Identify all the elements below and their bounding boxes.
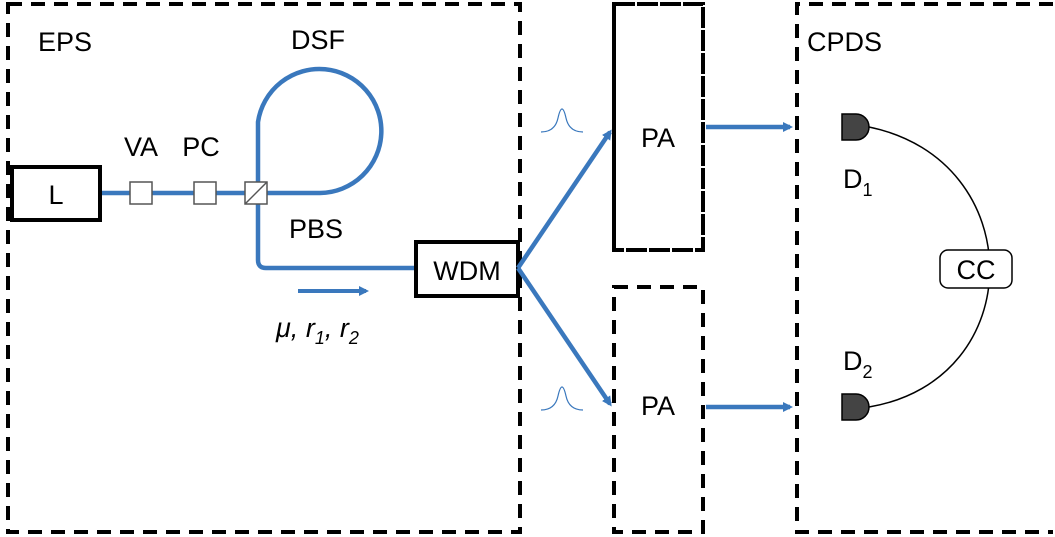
pbs-diagonal — [244, 181, 268, 205]
cpds-label: CPDS — [807, 27, 882, 57]
detector-2-label: D2 — [843, 346, 873, 382]
pa-region-bottom — [612, 285, 705, 534]
polarization-controller-label: PC — [182, 132, 220, 162]
pulse-icon-top — [540, 108, 584, 133]
detector-1-label: D1 — [843, 164, 873, 200]
polarization-controller-box — [193, 181, 217, 205]
detector-2-icon — [841, 393, 870, 421]
wdm-label: WDM — [433, 256, 500, 286]
attenuator-box — [129, 181, 153, 205]
pa-region-top-box — [612, 2, 705, 252]
coincidence-box — [939, 249, 1013, 289]
laser-label: L — [48, 180, 63, 210]
cpds-region — [795, 2, 1053, 534]
fiber-loop — [255, 66, 384, 196]
laser-box — [10, 165, 102, 222]
eps-label: EPS — [38, 27, 92, 57]
fiber-label: DSF — [291, 25, 345, 55]
detector-1-icon — [841, 113, 870, 141]
parameters-label: μ, r1, r2 — [275, 313, 359, 348]
coincidence-label: CC — [957, 255, 996, 285]
wdm-to-pa-top — [516, 129, 612, 270]
pa-top-label: PA — [641, 123, 675, 153]
pulse-icon-bottom — [540, 386, 584, 411]
attenuator-label: VA — [124, 132, 158, 162]
wdm-to-pa-bottom — [516, 266, 612, 407]
pa-bottom-label: PA — [641, 391, 675, 421]
wdm-box — [414, 240, 520, 298]
eps-region — [6, 2, 522, 534]
fiber-to-wdm — [255, 196, 416, 271]
pbs-label: PBS — [289, 214, 343, 244]
